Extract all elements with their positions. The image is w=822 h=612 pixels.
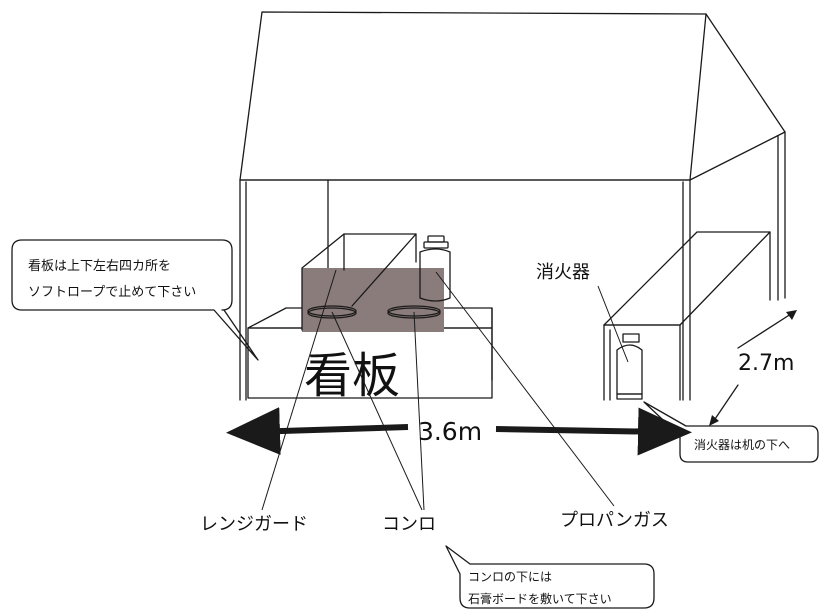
leader-lines xyxy=(261,269,629,511)
stove-burner-left xyxy=(307,305,357,317)
extinguisher-note-bubble xyxy=(643,401,819,463)
depth-dim-label: 2.7m xyxy=(738,351,794,376)
sign-main-label: 看板 xyxy=(304,348,400,404)
stove-note-line2: 石膏ボードを敷いて下さい xyxy=(468,591,612,606)
stove-note-callout: コンロの下には 石膏ボードを敷いて下さい xyxy=(445,545,655,609)
width-arrow-right xyxy=(495,407,692,456)
leader-stove-right xyxy=(413,311,425,511)
extinguisher-note-text: 消火器は机の下へ xyxy=(694,438,790,452)
fire-extinguisher xyxy=(616,333,643,400)
side-table xyxy=(603,231,771,401)
propane-label: プロパンガス xyxy=(560,510,669,531)
leader-stove-left xyxy=(331,311,423,511)
depth-dimension: 2.7m xyxy=(709,310,797,426)
tent-roof xyxy=(239,11,707,181)
sign-note-callout: 看板は上下左右四カ所を ソフトロープで止めて下さい xyxy=(11,239,259,361)
range-guard-panel xyxy=(302,268,444,332)
propane-cylinder xyxy=(419,248,451,302)
sign-note-bubble xyxy=(11,239,259,361)
tent-structure xyxy=(239,11,786,401)
depth-line-lower xyxy=(712,384,739,423)
depth-line-upper xyxy=(737,311,795,349)
stove-note-bubble xyxy=(445,545,655,609)
width-arrow-left xyxy=(226,407,409,456)
range-guard-label: レンジガード xyxy=(200,514,308,535)
stove-label: コンロ xyxy=(382,514,436,535)
range-guard-diagonal xyxy=(351,233,417,307)
extinguisher-note-callout: 消火器は机の下へ xyxy=(643,401,819,463)
width-dim-label: 3.6m xyxy=(418,417,482,446)
side-table-top xyxy=(603,231,771,326)
leader-propane xyxy=(435,271,615,507)
width-dimension: 3.6m xyxy=(226,407,692,456)
sign-note-line1: 看板は上下左右四カ所を xyxy=(28,258,171,274)
stove-note-line1: コンロの下には xyxy=(468,570,552,584)
leader-range-guard xyxy=(261,269,337,511)
extinguisher-label: 消火器 xyxy=(536,262,590,283)
sign-note-line2: ソフトロープで止めて下さい xyxy=(28,285,196,300)
propane-tank xyxy=(419,235,451,302)
extinguisher-body xyxy=(616,344,643,395)
leader-extinguisher xyxy=(597,285,629,363)
